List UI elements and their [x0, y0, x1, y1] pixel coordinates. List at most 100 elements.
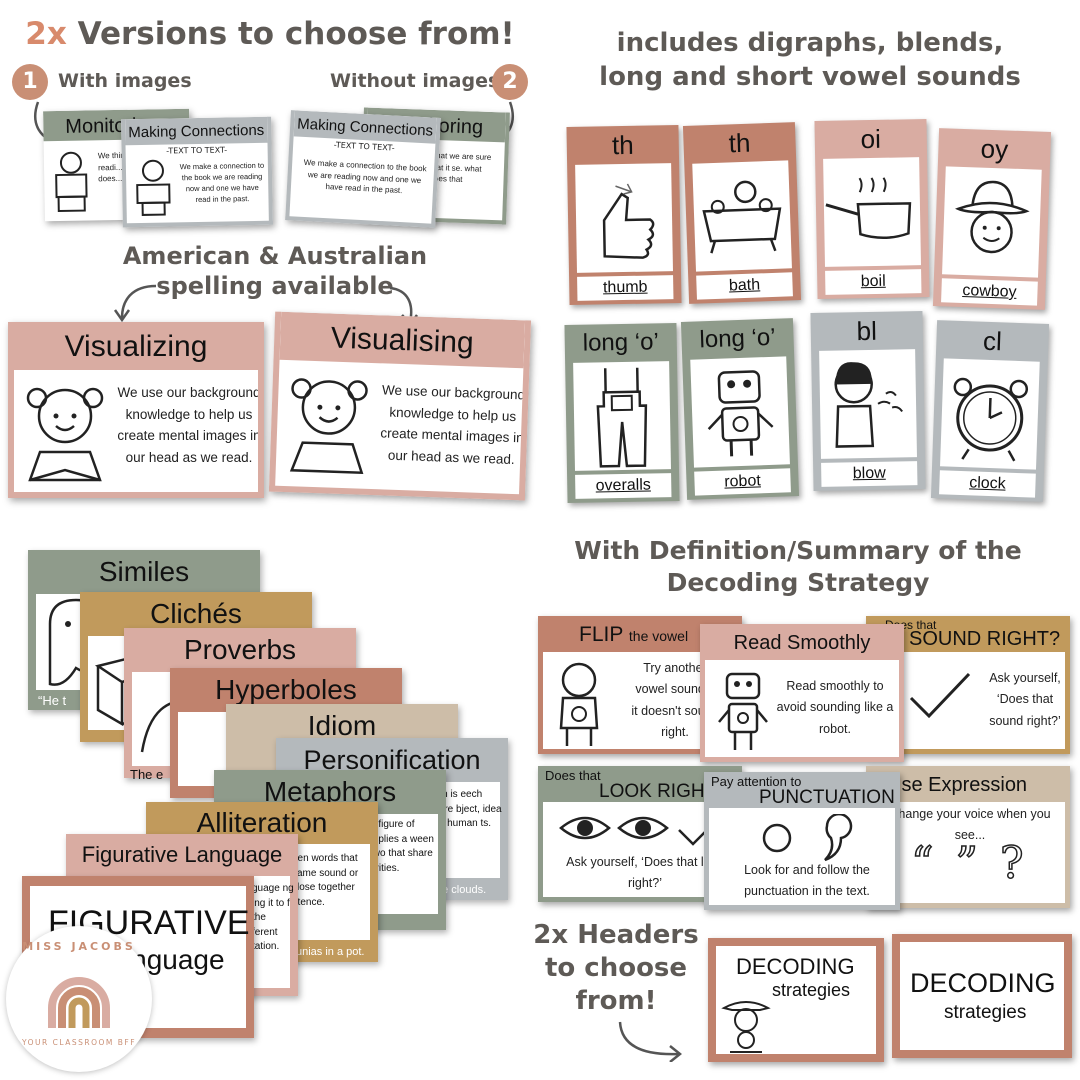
fig-title: Proverbs	[183, 634, 297, 665]
q2-title-line-2: long and short vowel sounds	[599, 62, 1021, 92]
period-comma-icon	[762, 814, 853, 862]
fig-title: Idiom	[307, 710, 377, 741]
visualizing-title: Visualizing	[14, 322, 258, 370]
with-images-label: With images	[58, 70, 192, 92]
fig-snippet: The e	[130, 767, 164, 782]
phonics-card-long-o-overalls: long ‘o’ overalls	[564, 323, 680, 503]
arrow-curve-right-icon	[618, 1021, 683, 1062]
phonics-card-oy-cowboy: oy cowboy	[932, 128, 1052, 310]
expr-title: Use Expression	[871, 766, 1065, 802]
phonics-word: boil	[825, 269, 922, 295]
phonics-word: bath	[696, 272, 793, 300]
fig-snippet: hen words that same sound or close toget…	[292, 853, 359, 908]
read-title: Read Smoothly	[705, 624, 899, 660]
clock-icon	[953, 377, 1029, 462]
reading-child-icon	[55, 151, 88, 213]
expr-body: Change your voice when you see...	[889, 807, 1051, 843]
header1-small: strategies	[772, 980, 851, 1000]
reading-child-icon	[136, 159, 171, 216]
header2-small: strategies	[944, 1002, 1027, 1023]
flip-body: Try another vowel sound if it doesn't so…	[631, 661, 719, 739]
fig-title: Hyperboles	[215, 674, 357, 705]
monitoring-body-right: what we are sure that it se. what does t…	[429, 150, 492, 185]
making-title: Making Connections	[125, 116, 268, 146]
fig-title: Clichés	[150, 598, 242, 629]
header1-big: DECODING	[736, 954, 855, 979]
badge-2: 2	[492, 64, 528, 100]
fig-snippet: guage ng ing it to f the ferent tation.	[252, 883, 294, 952]
rainbow-logo-icon	[48, 977, 110, 1028]
headers-line-2: to choose	[544, 953, 688, 983]
spelling-line-2: spelling available	[156, 272, 394, 300]
badge-1: 1	[12, 64, 48, 100]
punctuation-card: Pay attention to PUNCTUATION Look for an…	[704, 772, 900, 910]
flip-title: FLIP	[579, 623, 624, 646]
fig-snippet-clouds: he clouds.	[436, 884, 487, 896]
thinking-girl-icon	[26, 387, 104, 482]
visualizing-body: We use our background knowledge to help …	[117, 385, 261, 465]
thumb-icon	[602, 183, 655, 259]
fig-title: Figurative Language	[81, 842, 283, 867]
detective-icon	[721, 1001, 771, 1053]
making-connections-card-images: Making Connections -TEXT TO TEXT- We mak…	[121, 116, 273, 228]
phonics-label: oi	[860, 123, 882, 155]
look-big: LOOK RIGHT?	[599, 781, 727, 802]
cowboy-icon	[955, 180, 1030, 254]
headers-line-3: from!	[575, 986, 657, 1016]
checkmark-icon	[909, 672, 971, 719]
flip-sub: the vowel	[628, 628, 689, 644]
phonics-card-th-thumb: th thumb	[566, 125, 682, 305]
read-smoothly-card: Read Smoothly Read smoothly to avoid sou…	[700, 624, 904, 762]
robot-icon	[718, 672, 768, 750]
sound-body: Ask yourself, ‘Does that sound right?’	[989, 671, 1061, 728]
phonics-word: overalls	[575, 473, 672, 499]
q1-title-rest: Versions to choose from!	[66, 16, 515, 52]
look-small: Does that	[545, 768, 601, 783]
q1-title-prefix: 2x	[25, 16, 67, 52]
phonics-card-th-bath: th bath	[682, 122, 802, 304]
miss-jacobs-logo: MISS JACOBS YOUR CLASSROOM BFF	[6, 926, 152, 1072]
q1-title: 2x Versions to choose from!	[20, 16, 520, 52]
eyes-icon	[559, 811, 726, 846]
punct-big: PUNCTUATION	[759, 787, 895, 808]
phonics-word: cowboy	[941, 278, 1038, 306]
girl-blowing-icon	[834, 362, 904, 448]
header2-big: DECODING	[910, 968, 1056, 998]
fig-title: Alliteration	[196, 807, 328, 838]
making-body-2: We make a connection to the book we are …	[303, 157, 427, 196]
fig-title: Similes	[98, 556, 190, 587]
logo-top-text: MISS JACOBS	[22, 940, 136, 953]
phonics-card-bl-blow: bl blow	[810, 311, 926, 491]
fig-snippet: a figure of mplies a ween two that share…	[370, 819, 434, 874]
decoding-header-with-image: DECODING strategies	[708, 938, 884, 1062]
fig-snippet: “He t	[38, 693, 67, 708]
phonics-label: long ‘o’	[699, 323, 777, 354]
arrow-down-left-icon	[113, 284, 157, 323]
phonics-label: cl	[982, 325, 1003, 357]
fig-title: Metaphors	[263, 776, 397, 807]
spelling-line-1: American & Australian	[122, 242, 428, 270]
making-connections-card-plain: Making Connections -TEXT TO TEXT- We mak…	[285, 110, 441, 228]
phonics-card-cl-clock: cl clock	[930, 320, 1050, 502]
making-body: We make a connection to the book we are …	[179, 160, 265, 204]
decoding-header-plain: DECODING strategies	[892, 934, 1072, 1058]
fig-snippet-pot: unias in a pot.	[296, 946, 365, 958]
phonics-label: oy	[980, 133, 1009, 165]
thinking-boy-icon	[559, 662, 599, 746]
read-body: Read smoothly to avoid sounding like a r…	[776, 679, 894, 736]
visualising-card: Visualising We use our background knowle…	[268, 311, 532, 501]
q4-title-line-1: With Definition/Summary of the	[574, 536, 1022, 565]
robot-icon	[707, 370, 774, 457]
logo-bottom-text: YOUR CLASSROOM BFF	[21, 1038, 137, 1047]
phonics-word: clock	[939, 470, 1036, 498]
without-images-label: Without images	[330, 70, 500, 92]
monitoring-card-images: Monitoring We think... are readi... We a…	[43, 108, 191, 222]
punct-body: Look for and follow the punctuation in t…	[744, 863, 870, 899]
phonics-card-oi-boil: oi boil	[814, 119, 930, 299]
overalls-icon	[596, 367, 648, 468]
phonics-label: bl	[856, 315, 878, 347]
phonics-word: blow	[821, 461, 918, 487]
q2-title-line-1: includes digraphs, blends,	[616, 28, 1004, 58]
headers-line-1: 2x Headers	[533, 920, 699, 950]
phonics-word: robot	[694, 468, 791, 496]
